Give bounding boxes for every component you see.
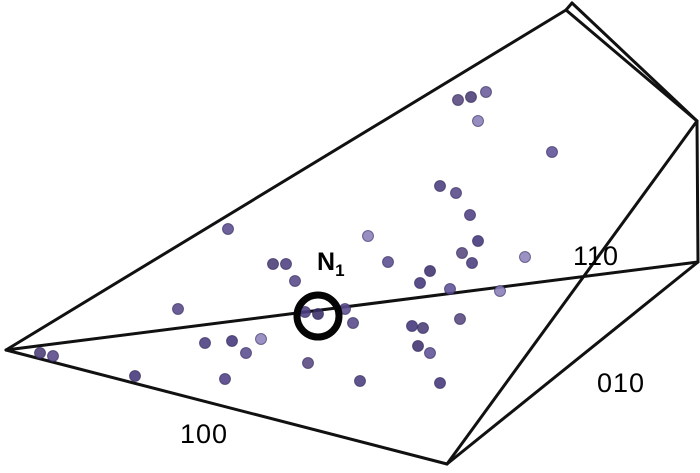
data-point (465, 91, 477, 103)
data-point (267, 258, 279, 270)
data-point (240, 347, 252, 359)
wireframe-edge (4, 260, 700, 352)
data-point (494, 285, 506, 297)
data-point (519, 251, 531, 263)
n1-label-main: N (317, 248, 336, 276)
axis-label-100: 100 (180, 419, 229, 449)
data-point (222, 223, 234, 235)
wireframe-edge (445, 260, 700, 466)
data-point (417, 322, 429, 334)
data-point (312, 308, 324, 320)
n1-highlight-circle (293, 291, 343, 341)
data-point (255, 333, 267, 345)
wireframe-edge (445, 119, 699, 466)
data-point (412, 340, 424, 352)
data-point (466, 257, 478, 269)
data-point (424, 347, 436, 359)
data-point (199, 337, 211, 349)
wireframe-edge (695, 119, 700, 264)
data-point (302, 357, 314, 369)
data-point (450, 187, 462, 199)
data-point (129, 370, 141, 382)
data-point (434, 180, 446, 192)
wireframe-edge (4, 8, 568, 352)
data-point (280, 258, 292, 270)
wireframe-edge (570, 1, 699, 123)
data-point (452, 94, 464, 106)
data-point (406, 320, 418, 332)
data-point (464, 209, 476, 221)
data-point (434, 377, 446, 389)
data-point (414, 277, 426, 289)
point-label-n1: N1 (317, 248, 345, 280)
data-point (362, 230, 374, 242)
axis-label-110: 110 (573, 241, 620, 271)
data-point (456, 247, 468, 259)
data-point (354, 375, 366, 387)
wireframe-edge (564, 8, 699, 123)
data-point (546, 146, 558, 158)
axis-label-010: 010 (597, 368, 646, 398)
data-point (47, 350, 59, 362)
n1-label-subscript: 1 (335, 261, 345, 280)
data-point (472, 235, 484, 247)
data-point (472, 115, 484, 127)
wireframe-edge (4, 348, 449, 466)
data-point (347, 317, 359, 329)
data-point (172, 303, 184, 315)
data-point (444, 283, 456, 295)
data-point (226, 335, 238, 347)
wireframe-edge (564, 1, 574, 12)
data-point (480, 86, 492, 98)
data-point (424, 265, 436, 277)
data-point (34, 347, 46, 359)
data-point (289, 275, 301, 287)
data-point (219, 373, 231, 385)
data-point (382, 256, 394, 268)
data-point (454, 313, 466, 325)
